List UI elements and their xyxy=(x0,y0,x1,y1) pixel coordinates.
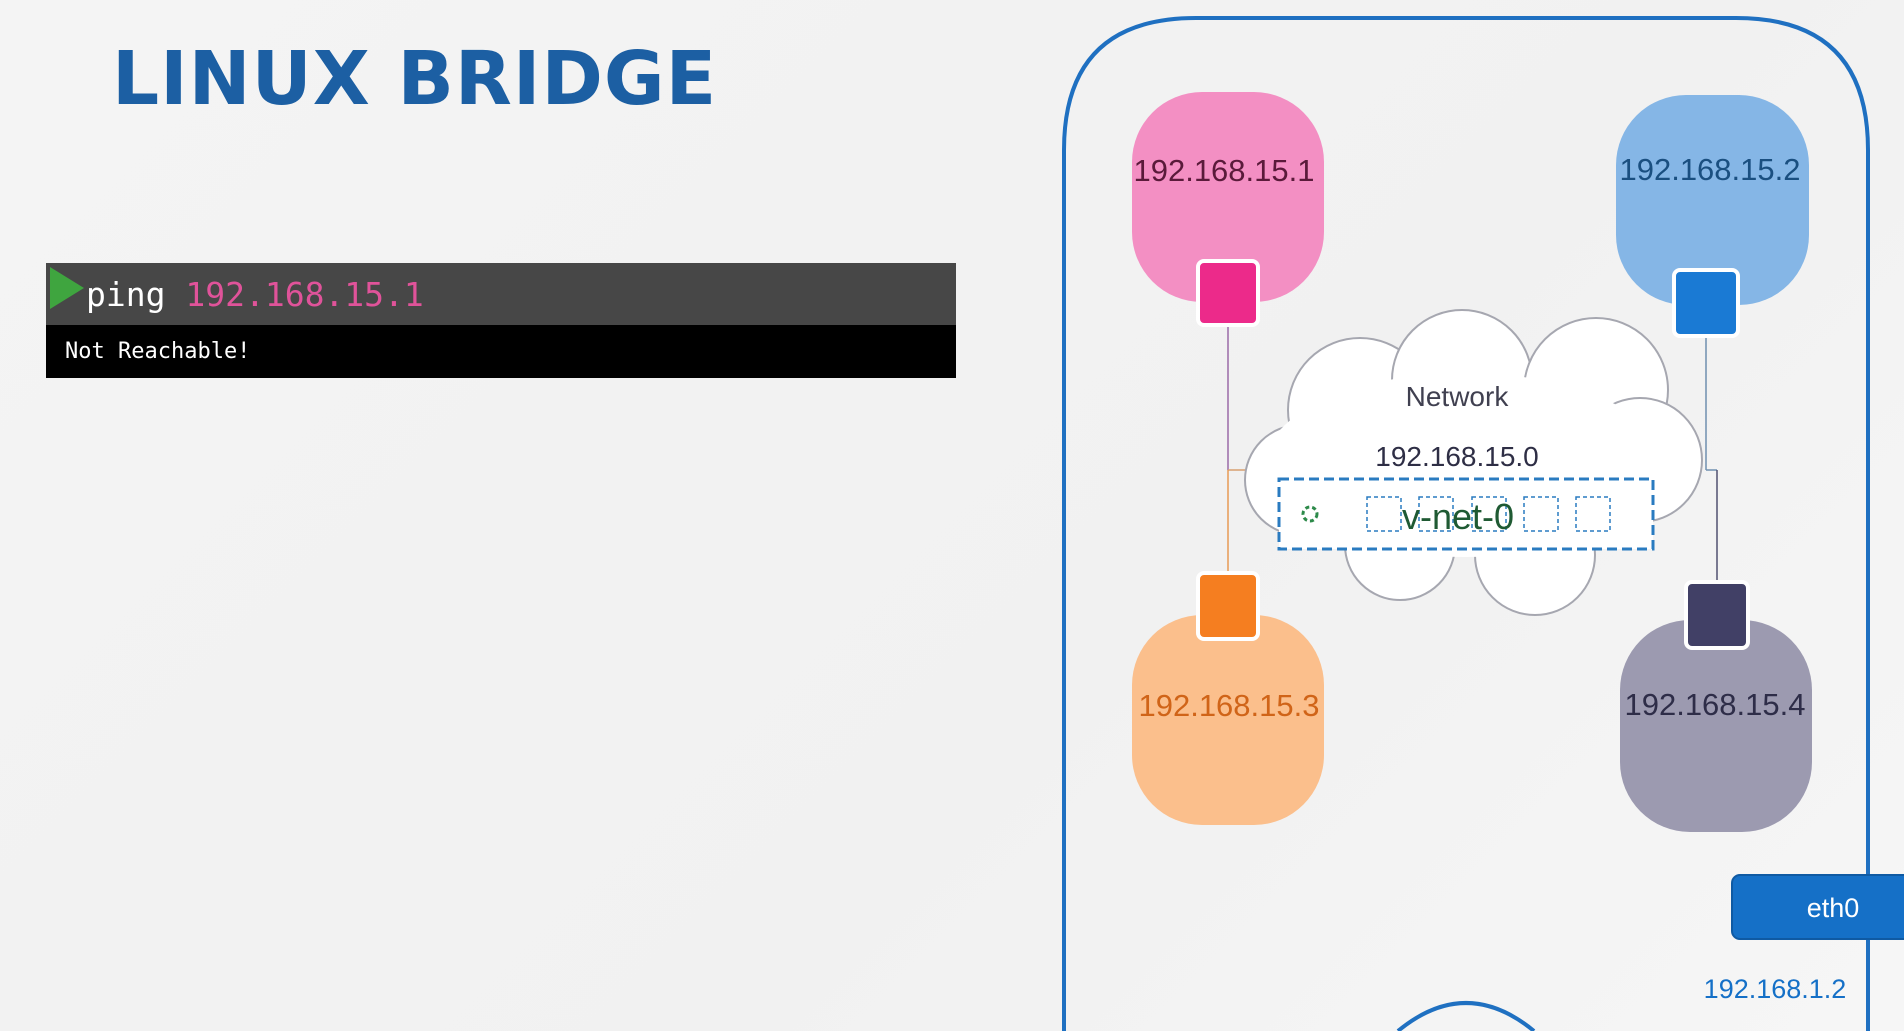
namespace-1-ip: 192.168.15.1 xyxy=(1133,153,1314,188)
network-label: Network xyxy=(1406,381,1510,412)
namespace-3-ip: 192.168.15.3 xyxy=(1138,688,1319,723)
namespace-1-port xyxy=(1196,259,1260,327)
bridge-selection-box xyxy=(1277,477,1655,551)
network-subnet: 192.168.15.0 xyxy=(1375,441,1539,472)
command-name: ping xyxy=(86,274,166,314)
bridge-port-slots xyxy=(1366,496,1611,532)
terminal-command-line: ping 192.168.15.1 xyxy=(46,263,956,325)
namespace-1-blob xyxy=(1132,92,1324,302)
host-boundary xyxy=(1062,16,1870,1031)
command-text: ping 192.168.15.1 xyxy=(86,275,424,314)
terminal-output: Not Reachable! xyxy=(46,325,956,378)
namespace-2-ip: 192.168.15.2 xyxy=(1619,152,1800,187)
namespace-3-blob xyxy=(1132,615,1324,825)
namespace-2-blob xyxy=(1616,95,1809,305)
bridge-name: v-net-0 xyxy=(1402,496,1514,537)
bottom-node-partial xyxy=(1396,1001,1536,1031)
eth0-interface xyxy=(1731,874,1904,940)
slide-title: LINUX BRIDGE xyxy=(112,36,718,122)
play-icon xyxy=(50,267,84,309)
eth0-ip: 192.168.1.2 xyxy=(1704,974,1847,1004)
terminal-panel: ping 192.168.15.1 Not Reachable! xyxy=(46,263,956,378)
namespace-2-port xyxy=(1672,268,1740,338)
namespace-4-ip: 192.168.15.4 xyxy=(1624,687,1805,722)
namespace-4-port xyxy=(1684,580,1750,650)
eth0-label: eth0 xyxy=(1807,893,1860,923)
namespace-3-port xyxy=(1196,571,1260,641)
namespace-4-blob xyxy=(1620,620,1812,832)
rotate-handle-icon xyxy=(1301,505,1319,523)
command-argument: 192.168.15.1 xyxy=(185,274,424,314)
